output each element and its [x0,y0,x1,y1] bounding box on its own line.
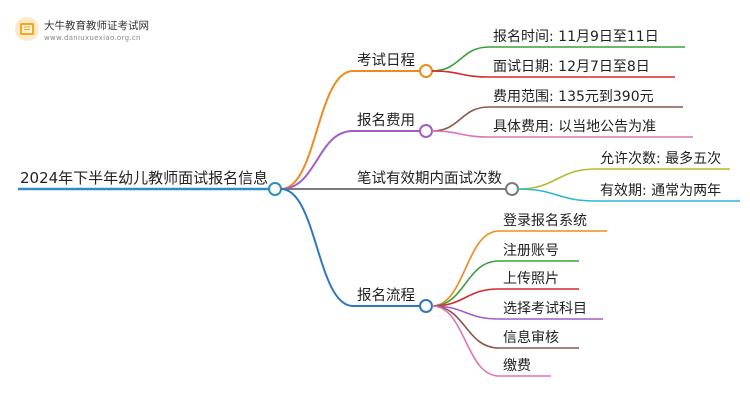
child-label-3-3: 选择考试科目 [503,301,587,317]
child-connector-3-2 [431,288,500,307]
child-connector-2-0 [517,168,597,190]
child-connector-2-1 [517,188,597,202]
child-label-2-1: 有效期: 通常为两年 [600,183,721,199]
branch-label-0: 考试日程 [357,52,415,69]
branch-connector-1 [280,130,354,190]
branch-node-3 [419,299,433,313]
root-label: 2024年下半年幼儿教师面试报名信息 [20,169,268,187]
child-connector-3-5 [431,305,500,377]
child-connector-1-1 [431,130,490,138]
child-label-3-2: 上传照片 [503,271,559,287]
child-label-0-1: 面试日期: 12月7日至8日 [493,59,650,75]
branch-label-3: 报名流程 [357,287,415,304]
branch-label-1: 报名费用 [357,112,415,129]
branch-node-0 [419,64,433,78]
child-label-3-4: 信息审核 [503,329,559,346]
brand-name: 大牛教育教师证考试网 [44,20,149,32]
branch-label-2: 笔试有效期内面试次数 [357,170,502,187]
child-label-3-5: 缴费 [503,358,531,374]
child-connector-3-0 [431,230,500,307]
child-connector-0-0 [431,46,490,72]
child-label-1-1: 具体费用: 以当地公告为准 [493,119,656,135]
child-label-3-0: 登录报名系统 [503,213,587,229]
child-label-3-1: 注册账号 [503,243,559,259]
child-label-1-0: 费用范围: 135元到390元 [493,88,654,105]
book-icon [15,17,39,41]
child-label-2-0: 允许次数: 最多五次 [600,150,721,167]
branch-connector-0 [280,70,354,190]
brand-logo: 大牛教育教师证考试网 www.daniuxuexiao.org.cn [14,14,184,48]
branch-connector-3 [280,188,354,307]
child-connector-0-1 [431,70,490,78]
root-node [268,182,282,196]
child-connector-3-1 [431,260,500,307]
child-label-0-0: 报名时间: 11月9日至11日 [493,29,659,45]
branch-node-2 [505,182,519,196]
brand-url: www.daniuxuexiao.org.cn [44,34,141,42]
child-connector-1-0 [431,106,490,132]
branch-node-1 [419,124,433,138]
